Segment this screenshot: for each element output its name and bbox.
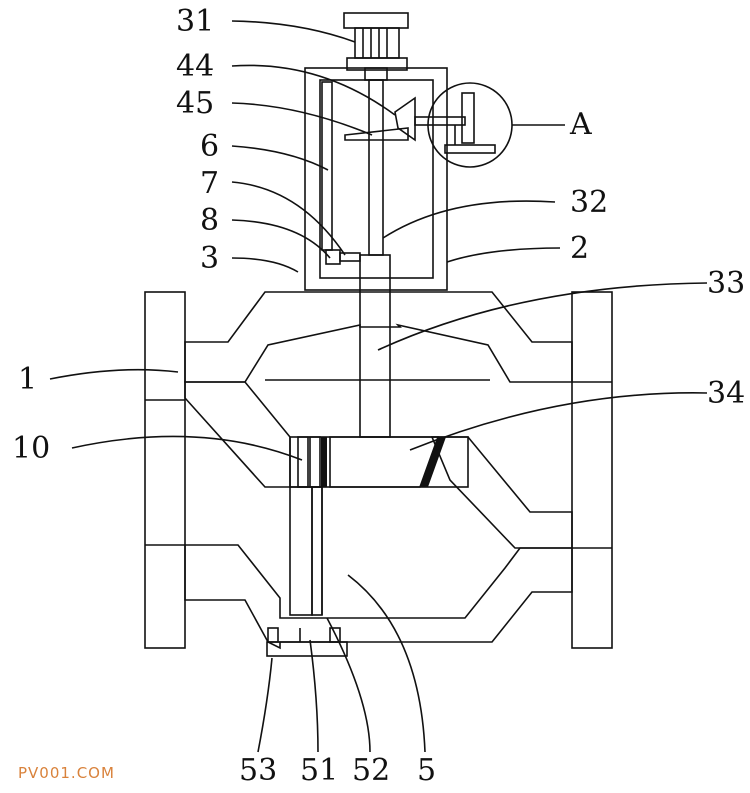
bottom-nut-right [329, 627, 341, 643]
detail-a [414, 82, 513, 168]
label-7: 7 [200, 166, 219, 201]
leader-32 [382, 200, 556, 239]
leader-33 [377, 282, 708, 351]
label-5: 5 [417, 753, 436, 788]
guide-rail-6 [321, 81, 333, 251]
label-34: 34 [707, 376, 745, 411]
leader-8 [231, 219, 331, 259]
seat-insert [309, 436, 321, 488]
leader-2 [446, 247, 561, 263]
valve-seat [289, 436, 469, 488]
leader-6 [231, 145, 329, 171]
label-33: 33 [707, 266, 745, 301]
label-1: 1 [18, 362, 37, 397]
label-10: 10 [12, 431, 50, 466]
screen-52 [311, 486, 323, 616]
label-51: 51 [300, 753, 338, 788]
motor-body [354, 27, 400, 59]
side-knob [461, 92, 475, 144]
label-A: A [569, 107, 592, 142]
slider-arm-7 [339, 252, 361, 262]
side-shaft [414, 116, 466, 126]
leader-45 [231, 102, 373, 136]
leader-3 [231, 257, 299, 273]
motor-31 [343, 12, 409, 81]
plunger-51 [289, 486, 313, 616]
label-3: 3 [200, 241, 219, 276]
housing-inner [319, 79, 434, 279]
label-44: 44 [176, 49, 214, 84]
bevel-gear-45 [344, 127, 409, 141]
leader-53 [257, 657, 273, 753]
bottom-bolt-53 [266, 641, 348, 657]
label-52: 52 [352, 753, 390, 788]
leader-10 [71, 435, 303, 461]
leader-31 [231, 20, 356, 43]
valve-body [144, 291, 613, 650]
leader-52 [326, 617, 371, 753]
label-32: 32 [570, 185, 608, 220]
watermark: PV001.COM [18, 764, 115, 782]
label-2: 2 [570, 231, 589, 266]
lower-chamber [266, 486, 348, 657]
upper-body-wall [184, 291, 573, 383]
lower-body-wall [184, 544, 573, 650]
leader-5 [347, 574, 426, 753]
right-partition [430, 436, 573, 549]
leader-lines [49, 20, 708, 753]
motor-cap [343, 12, 409, 29]
left-flange [144, 291, 186, 649]
right-flange [571, 291, 613, 649]
leader-44 [231, 64, 396, 116]
leader-1 [49, 368, 179, 380]
seal-strip-left [321, 437, 327, 487]
leader-34 [409, 392, 708, 451]
label-8: 8 [200, 203, 219, 238]
bevel-gear-44 [394, 96, 416, 142]
label-45: 45 [176, 86, 214, 121]
sand-filter-34 [329, 436, 440, 488]
leader-7 [231, 181, 346, 256]
seal-strip-right [420, 437, 446, 487]
label-53: 53 [239, 753, 277, 788]
motor-coupling [364, 67, 388, 81]
bottom-nut-left [267, 627, 279, 643]
left-partition [184, 381, 291, 488]
seat-ring-10 [297, 436, 309, 488]
label-31: 31 [176, 4, 214, 39]
part-labels: 31 44 45 6 7 8 3 1 10 A 32 2 33 34 53 51… [12, 4, 745, 788]
side-bracket [444, 144, 496, 154]
screw-shaft-32 [368, 79, 384, 256]
label-6: 6 [200, 129, 219, 164]
leader-51 [309, 639, 319, 753]
